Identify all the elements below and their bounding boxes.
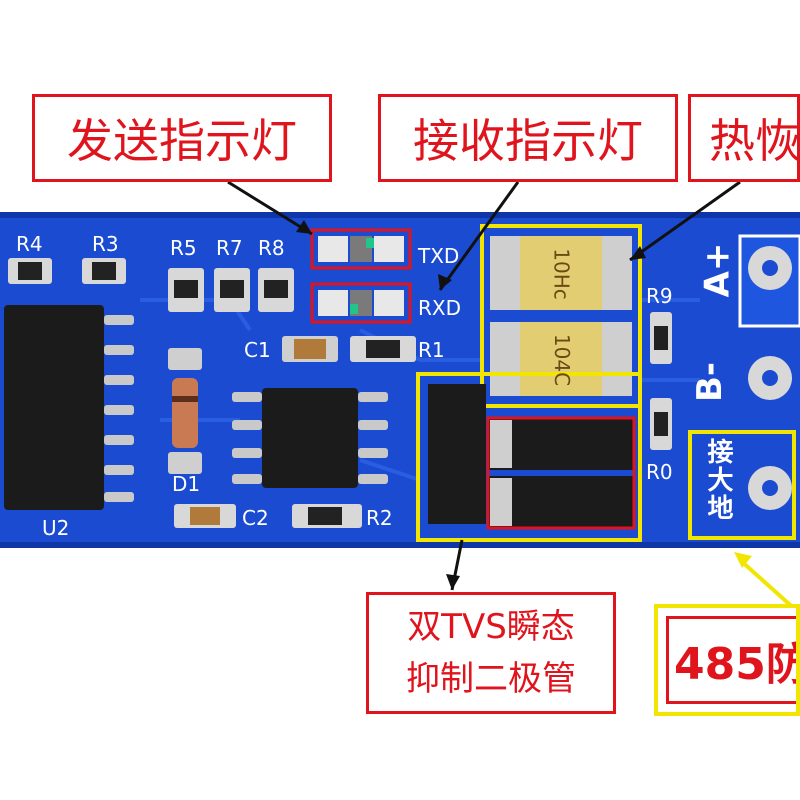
- callout-protection: 485防: [654, 604, 800, 716]
- label-ground: 接大地: [703, 438, 733, 522]
- board-top-edge: [0, 212, 800, 218]
- callout-fuse: 热恢: [688, 94, 800, 182]
- fuse-marking-1: 10Hc: [549, 248, 574, 300]
- led-tx: [310, 228, 412, 270]
- callout-tvs: 双TVS瞬态 抑制二极管: [366, 592, 616, 714]
- fuse-pair: [480, 224, 642, 408]
- c1-r1-parts: [282, 336, 416, 362]
- label-r8: R8: [258, 236, 285, 260]
- ic-small: [232, 388, 388, 488]
- diode-d1: [168, 348, 202, 474]
- label-r1: R1: [418, 338, 445, 362]
- terminal-block: [738, 230, 800, 540]
- callout-rx-led: 接收指示灯: [378, 94, 678, 182]
- label-d1: D1: [172, 472, 201, 496]
- label-c1: C1: [244, 338, 271, 362]
- callout-tvs-line2: 抑制二极管: [406, 659, 576, 699]
- board-bottom-edge: [0, 542, 800, 548]
- label-r5: R5: [170, 236, 197, 260]
- c2-r2-parts: [174, 504, 362, 528]
- label-txd: TXD: [418, 244, 460, 268]
- label-u2: U2: [42, 516, 70, 540]
- tvs-diodes: [416, 372, 642, 542]
- callout-tvs-line1: 双TVS瞬态: [407, 607, 575, 647]
- label-c2: C2: [242, 506, 269, 530]
- leader-arrowheads: [296, 220, 646, 590]
- resistor-row: [8, 258, 294, 312]
- label-b-minus: B-: [690, 361, 731, 403]
- callout-protection-inner-frame: [666, 616, 796, 704]
- led-rx: [310, 282, 412, 324]
- ground-highlight: [688, 430, 796, 540]
- label-r7: R7: [216, 236, 243, 260]
- label-r0: R0: [646, 460, 673, 484]
- leader-lines: [227, 180, 741, 591]
- label-r9: R9: [646, 284, 673, 308]
- yellow-leader: [734, 552, 800, 614]
- label-a-plus: A+: [697, 242, 738, 298]
- r9-r0-parts: [650, 312, 672, 450]
- label-r4: R4: [16, 232, 43, 256]
- callout-tx-led: 发送指示灯: [32, 94, 332, 182]
- callout-protection-text: 485防: [674, 639, 800, 690]
- label-r3: R3: [92, 232, 119, 256]
- ic-u2: [4, 305, 134, 510]
- label-rxd: RXD: [418, 296, 461, 320]
- label-r2: R2: [366, 506, 393, 530]
- fuse-marking-2: 104C: [550, 333, 575, 387]
